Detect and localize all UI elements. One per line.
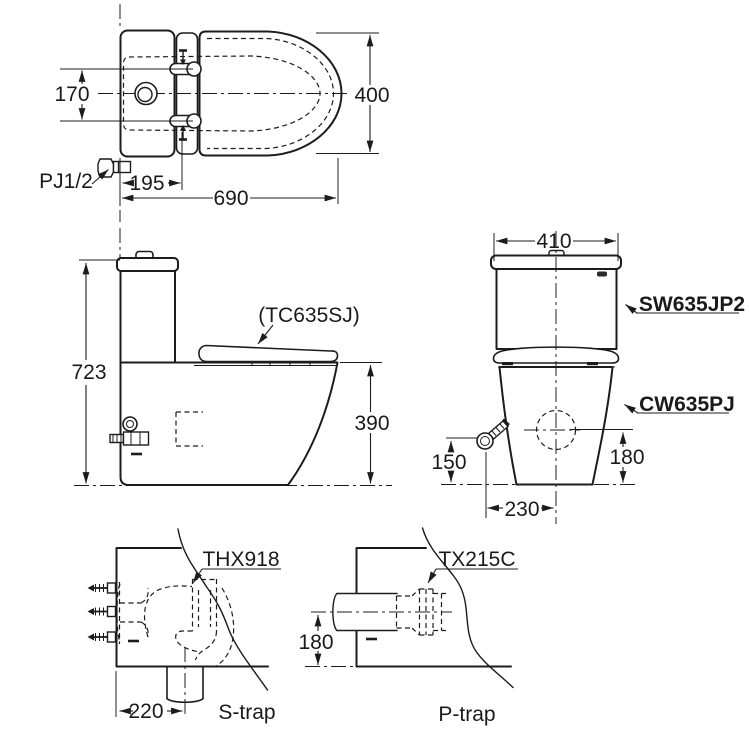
label-sw635jp2: SW635JP2 [639,293,745,316]
supply-hose [476,418,510,450]
seat-model-label: (TC635SJ) [257,304,360,345]
p-trap-view: 180 TX215C P-trap [298,527,518,726]
s-trap-part-label: THX918 [192,548,281,584]
dim-400: 400 [354,84,389,107]
seat-hinges [169,49,202,141]
inlet-label: PJ1/2 [39,169,109,193]
hidden-detail-bracket [175,411,203,447]
dim-180-front: 180 [609,446,644,469]
front-view: 410 150 180 230 SW635JP2 [431,230,745,524]
label-thx918: THX918 [202,548,279,571]
dim-overall-depth: 690 [121,158,339,210]
dim-170: 170 [54,83,89,106]
p-trap-break-line [421,527,514,689]
dim-230: 230 [504,498,539,521]
bowl-model-label: CW635PJ [624,393,735,416]
label-tc635sj: (TC635SJ) [258,304,360,327]
s-trap-hidden-trapway [116,578,235,667]
s-trap-caption: S-trap [218,701,275,724]
dim-723: 723 [71,361,106,384]
seat-side-outline [198,344,339,363]
dim-390: 390 [354,412,389,435]
dim-rough-in: 220 [115,671,183,723]
tank-model-label: SW635JP2 [625,293,745,316]
stop-valve-side [109,416,150,456]
dim-180-ptrap: 180 [298,631,333,654]
dim-seat-width: 400 [316,32,390,154]
dim-150: 150 [431,451,466,474]
dim-tank-depth: 195 [119,132,183,205]
flush-button-inner [137,86,153,103]
tank-side-body [119,270,176,364]
p-trap-caption: P-trap [438,703,495,726]
dim-rim-height: 390 [340,362,390,484]
s-trap-body-outline [115,547,269,668]
bowl-side-outline [119,361,339,486]
side-view: 723 390 (TC635SJ) [71,228,392,486]
label-pj12: PJ1/2 [39,170,93,193]
brand-logo-mark [597,271,607,277]
fixing-bolts [87,582,117,643]
dim-195: 195 [129,172,164,195]
tank-lid-side [116,257,179,272]
dim-690: 690 [213,187,248,210]
dim-supply-offset: 230 [485,452,554,521]
seat-lid-outline [198,30,343,157]
top-view: 170 400 195 690 PJ1/2 [39,4,390,222]
dim-supply-height: 150 [431,437,516,485]
dim-220: 220 [128,700,163,723]
s-trap-view: 220 THX918 S-trap [87,528,281,724]
bowl-hidden-outline [122,55,321,132]
label-tx215c: TX215C [438,548,515,571]
dim-410: 410 [536,230,571,253]
seat-bumper-right [587,362,598,366]
p-trap-part-label: TX215C [427,548,518,584]
seat-bumpers [251,362,311,366]
dim-tank-width: 410 [493,230,619,261]
seat-bumper-left [502,362,513,366]
dim-outlet-height-front: 180 [570,429,645,485]
s-trap-break-line [177,528,269,691]
label-cw635pj: CW635PJ [639,393,735,416]
dim-overall-height: 723 [71,259,120,484]
s-trap-drain-pipe [166,647,204,717]
dim-outlet-height-ptrap: 180 [298,614,334,666]
dim-hinge-spacing: 170 [54,68,193,122]
